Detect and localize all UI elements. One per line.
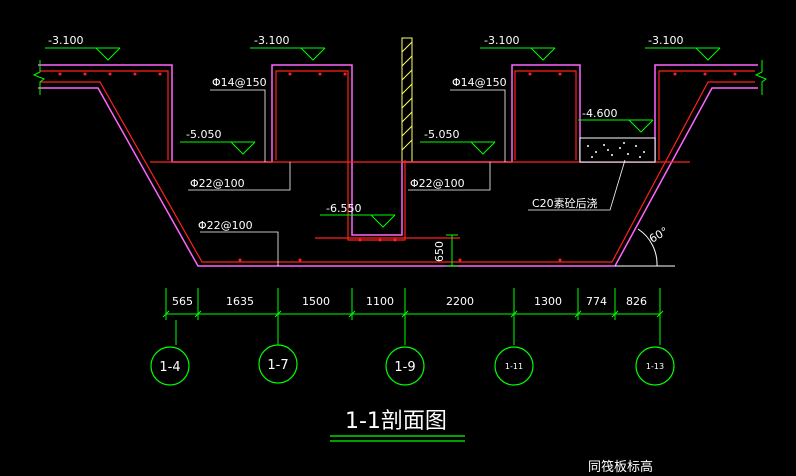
dimension-chain [162,288,664,345]
axis-label: 1-7 [267,358,288,373]
dimension-value: 826 [626,295,647,308]
dimension-value: 1635 [226,295,254,308]
axis-label: 1-4 [159,360,180,375]
axis-bubble-1-9 [385,346,425,386]
axis-bubble-1-4 [150,346,190,386]
elevation-markers [45,47,721,228]
axis-bubble-1-13 [635,346,675,386]
depth-dimension-label: 650 [433,241,446,262]
c20-fill-block [579,137,656,163]
pit-wall [401,37,413,163]
rebar-label: Φ14@150 [212,76,267,89]
axis-bubble-1-11 [494,346,534,386]
title-underline [330,435,465,442]
break-lines [32,60,768,95]
elevation-label: -6.550 [326,202,361,215]
dimension-value: 2200 [446,295,474,308]
elevation-label: -3.100 [254,34,289,47]
elevation-label: -3.100 [648,34,683,47]
axis-bubbles [150,344,675,386]
axis-label: 1-11 [505,362,523,371]
elevation-label: -4.600 [582,107,617,120]
axis-label: 1-9 [394,360,415,375]
leader-lines [188,89,626,266]
fill-label: C20素砼后浇 [532,197,598,210]
elevation-label: -5.050 [424,128,459,141]
dimension-value: 565 [172,295,193,308]
dimension-value: 1500 [302,295,330,308]
elevation-label: -3.100 [484,34,519,47]
depth-dimension [446,234,458,267]
axis-bubble-1-7 [258,344,298,384]
rebar-label: Φ22@100 [198,219,253,232]
bottom-note: 同筏板标高 [588,459,653,475]
rebar-label: Φ22@100 [410,177,465,190]
dimension-value: 1300 [534,295,562,308]
elevation-label: -5.050 [186,128,221,141]
drawing-title: 1-1剖面图 [345,409,447,434]
axis-label: 1-13 [646,362,664,371]
rebar-label: Φ14@150 [452,76,507,89]
angle-arc [615,228,675,267]
dimension-value: 1100 [366,295,394,308]
rebar-dots [58,72,737,262]
rebar-label: Φ22@100 [190,177,245,190]
dimension-value: 774 [586,295,607,308]
elevation-label: -3.100 [48,34,83,47]
